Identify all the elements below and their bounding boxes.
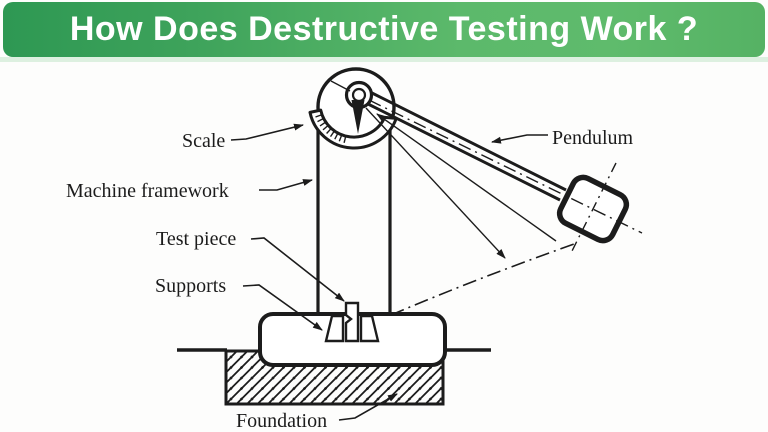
title-banner: How Does Destructive Testing Work ? <box>3 2 765 57</box>
pivot-hub-inner <box>351 87 367 103</box>
pivot-tick-line <box>330 80 351 92</box>
scale-leader-line <box>230 123 304 141</box>
swing-arc <box>390 242 578 316</box>
banner-glow-strip <box>0 57 768 62</box>
page-title: How Does Destructive Testing Work ? <box>69 10 699 48</box>
label-pendulum: Pendulum <box>552 127 634 149</box>
swing-radius-line-up <box>376 113 557 242</box>
label-test-piece: Test piece <box>156 228 236 250</box>
pointer-needle <box>351 100 365 134</box>
support-left <box>324 314 345 343</box>
test-piece-shape <box>344 301 360 343</box>
foundation-leader-line <box>338 393 398 421</box>
label-foundation: Foundation <box>236 410 327 432</box>
test-piece-leader-line <box>250 237 345 302</box>
support-right <box>359 314 380 343</box>
hammer-centerline <box>569 162 617 256</box>
scale-tick-marks <box>315 113 347 143</box>
label-scale: Scale <box>182 130 225 152</box>
arm-centerline <box>368 99 643 234</box>
pendulum-arm-upper-edge <box>369 90 567 192</box>
supports-leader-line <box>242 284 323 331</box>
label-supports: Supports <box>155 275 226 297</box>
pendulum-arm-lower-edge <box>363 100 561 202</box>
swing-radius-line-down <box>365 107 506 259</box>
label-machine-framework: Machine framework <box>66 180 229 202</box>
pendulum-leader-line <box>491 134 548 144</box>
machine-framework-leader-line <box>259 179 313 191</box>
